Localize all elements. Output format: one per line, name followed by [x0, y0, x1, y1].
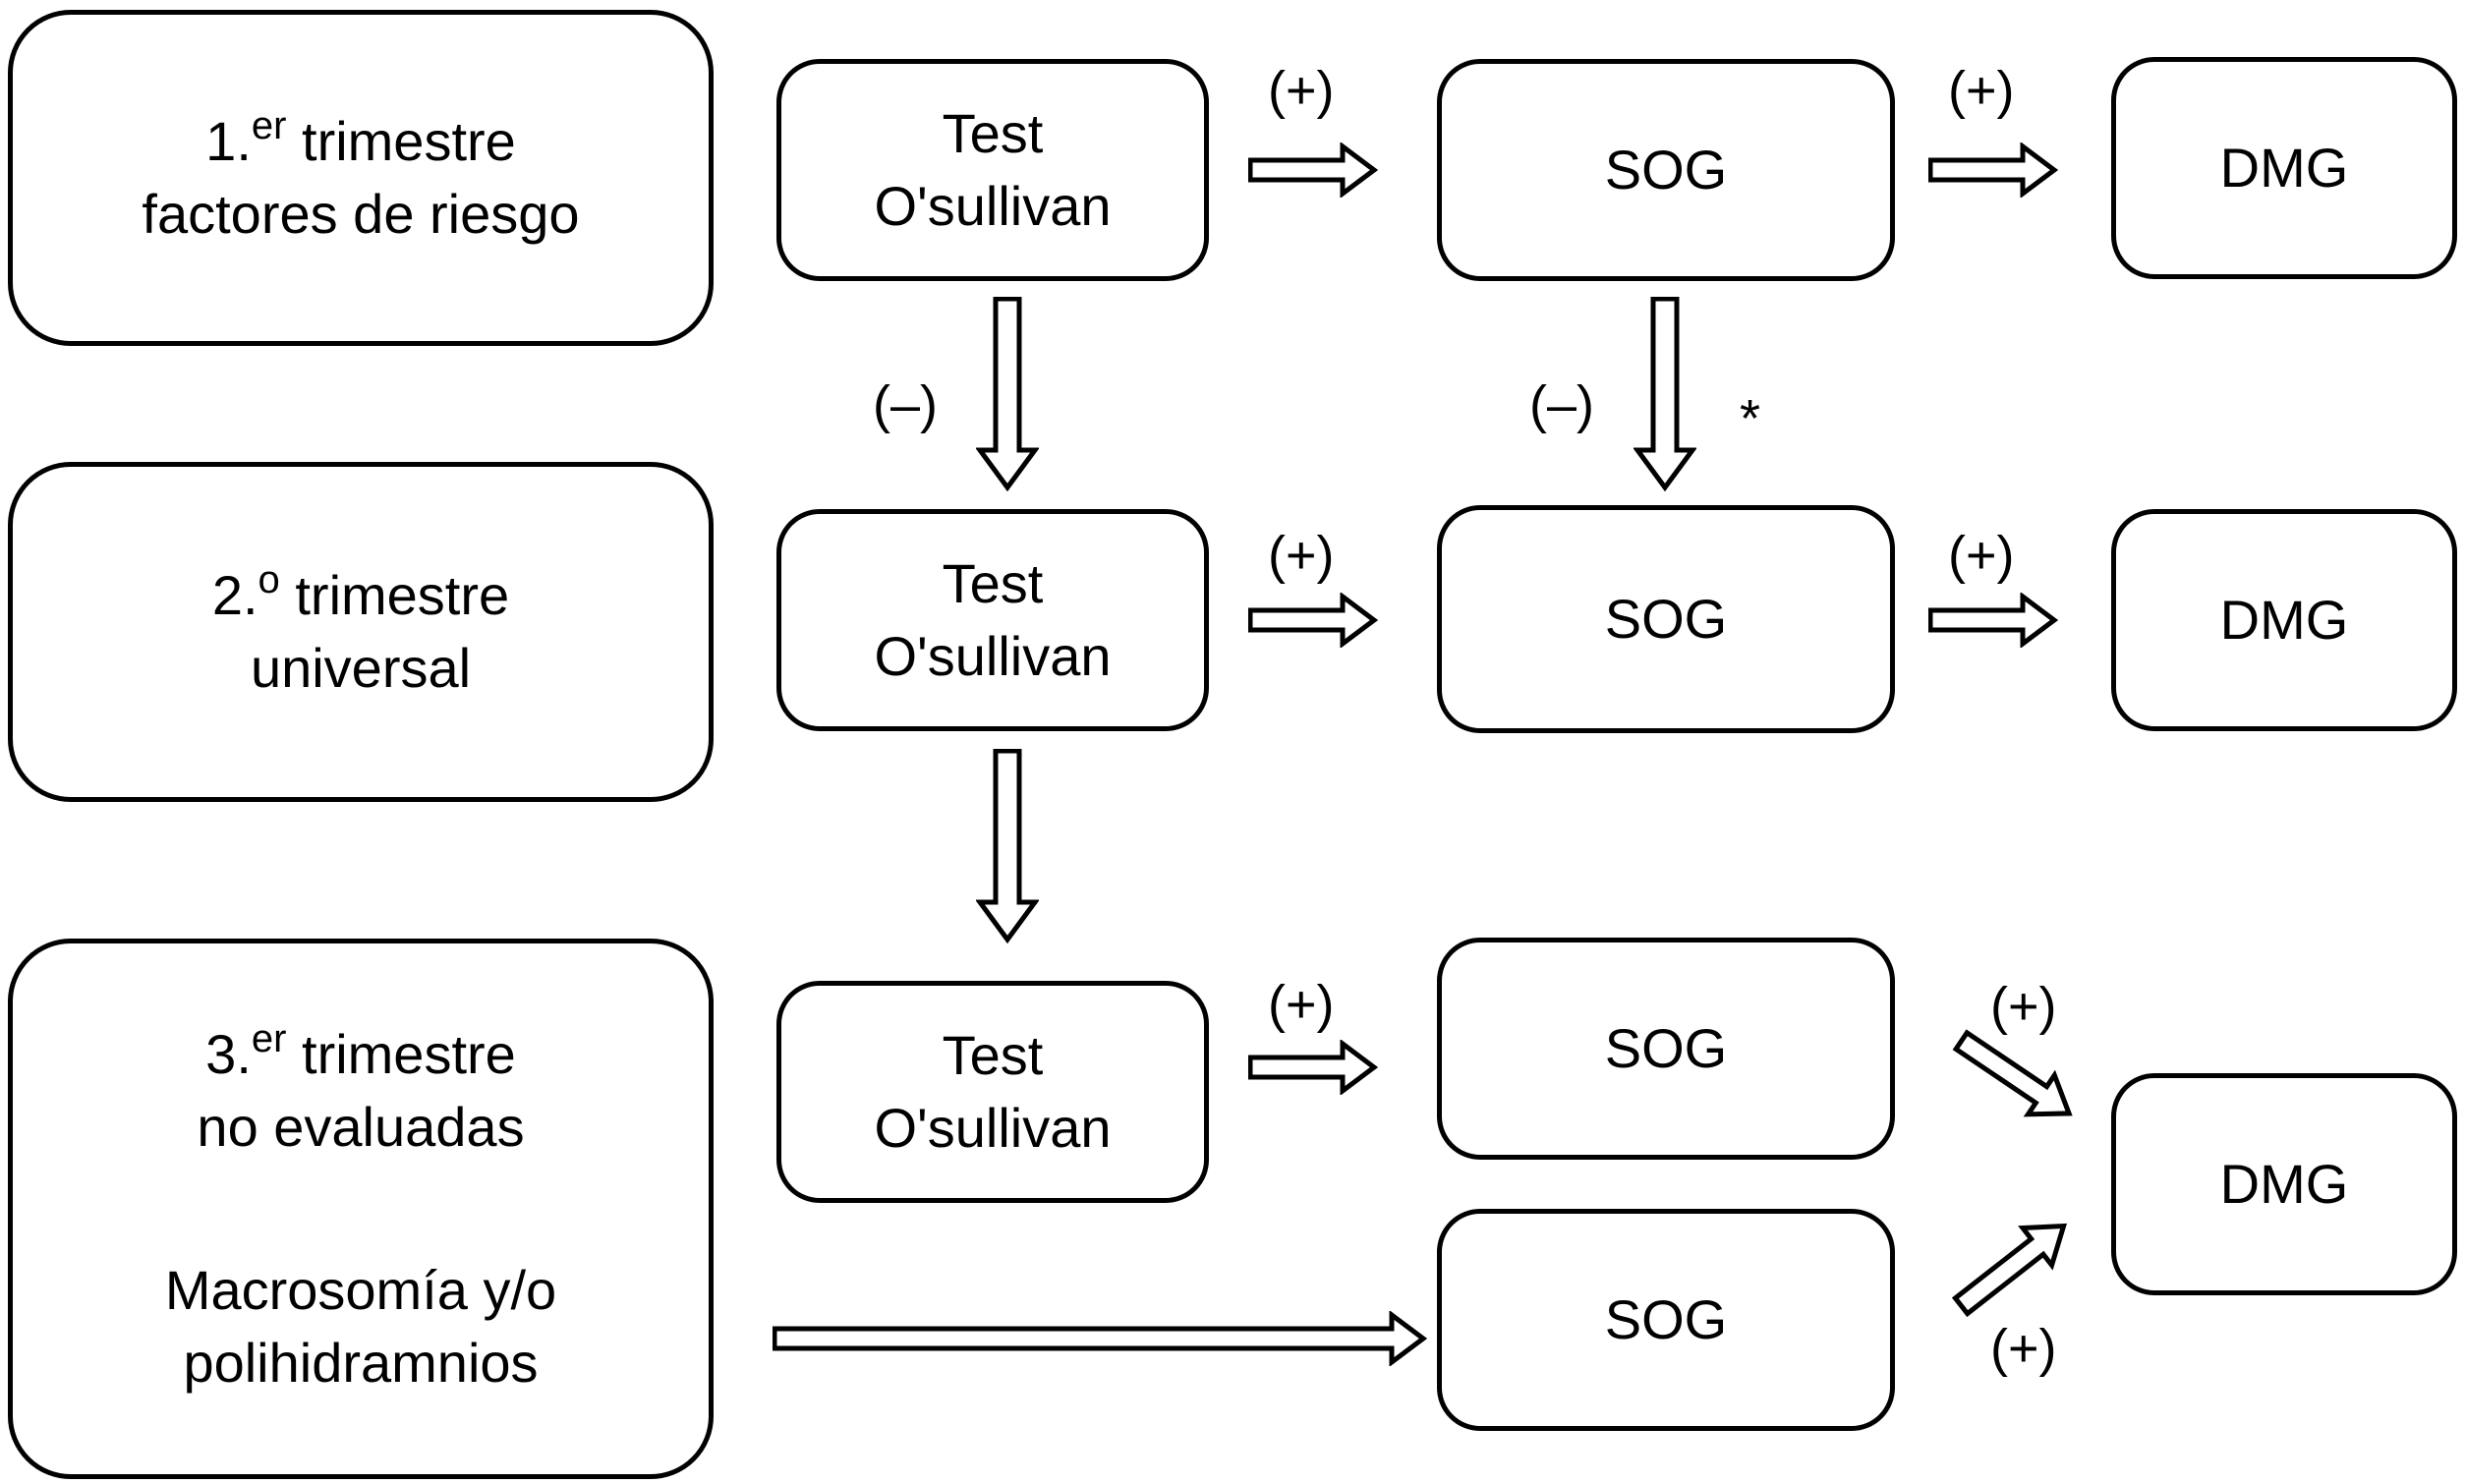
arrow-down-test1-to-test2	[976, 297, 1039, 491]
dmg-label: DMG	[2219, 1153, 2349, 1215]
arrow-down-test2-to-test3	[976, 749, 1039, 943]
trimester-1-title: 1.er trimestre	[205, 104, 516, 172]
sog-label: SOG	[1604, 588, 1728, 650]
asterisk-label: *	[1740, 389, 1761, 448]
positive-label-row2-right: (+)	[1948, 526, 2015, 585]
test-box-line2: Oʹsullivan	[874, 175, 1112, 237]
arrow-diagonal-sog4-to-dmg3	[1951, 1223, 2068, 1318]
polihidramnios-line: polihidramnios	[183, 1332, 539, 1394]
test-box-line2: Oʹsullivan	[874, 1097, 1112, 1159]
arrow-right-test2-to-sog2	[1248, 593, 1378, 648]
arrow-right-sog1-to-dmg1	[1928, 143, 2058, 198]
sog-box-2: SOG	[1437, 505, 1895, 733]
trimester-3-box: 3.er trimestre no evaluadas Macrosomía y…	[8, 939, 714, 1479]
trimester-3-title: 3.er trimestre	[205, 1017, 516, 1085]
sog-label: SOG	[1604, 1017, 1728, 1079]
negative-label-left: (–)	[873, 375, 938, 434]
arrow-down-sog1-to-sog2	[1634, 297, 1696, 491]
trimester-2-subtitle: universal	[250, 637, 472, 699]
trimester-2-title: 2.o trimestre	[211, 558, 510, 626]
arrow-right-test1-to-sog1	[1248, 143, 1378, 198]
arrow-right-test3-to-sog3	[1248, 1040, 1378, 1095]
trimester-3-subtitle: no evaluadas	[197, 1096, 525, 1158]
positive-label-row2-left: (+)	[1268, 526, 1335, 585]
dmg-box-3: DMG	[2111, 1073, 2457, 1295]
negative-label-right: (–)	[1529, 375, 1594, 434]
dmg-label: DMG	[2219, 137, 2349, 199]
positive-label-row3-lower: (+)	[1990, 1319, 2057, 1378]
sog-box-3: SOG	[1437, 938, 1895, 1160]
dmg-label: DMG	[2219, 589, 2349, 651]
sog-box-1: SOG	[1437, 59, 1895, 281]
dmg-box-1: DMG	[2111, 57, 2457, 279]
arrow-right-sog2-to-dmg2	[1928, 593, 2058, 648]
sog-box-4: SOG	[1437, 1209, 1895, 1431]
arrow-diagonal-sog3-to-dmg3	[1952, 1029, 2073, 1117]
test-osullivan-box-3: Test Oʹsullivan	[776, 981, 1209, 1203]
test-box-line1: Test	[942, 1024, 1044, 1086]
test-osullivan-box-1: Test Oʹsullivan	[776, 59, 1209, 281]
positive-label-row1-left: (+)	[1268, 61, 1335, 120]
test-box-line2: Oʹsullivan	[874, 625, 1112, 687]
positive-label-row3-upper: (+)	[1990, 977, 2057, 1036]
trimester-1-box: 1.er trimestre factores de riesgo	[8, 10, 714, 346]
test-osullivan-box-2: Test Oʹsullivan	[776, 509, 1209, 731]
trimester-1-subtitle: factores de riesgo	[142, 183, 580, 245]
arrow-right-macrosomia-to-sog4	[773, 1311, 1427, 1366]
macrosomia-line: Macrosomía y/o	[164, 1259, 557, 1321]
sog-label: SOG	[1604, 1288, 1728, 1350]
positive-label-row1-right: (+)	[1948, 61, 2015, 120]
dmg-box-2: DMG	[2111, 509, 2457, 731]
trimester-2-box: 2.o trimestre universal	[8, 462, 714, 802]
sog-label: SOG	[1604, 139, 1728, 200]
test-box-line1: Test	[942, 102, 1044, 164]
test-box-line1: Test	[942, 552, 1044, 614]
positive-label-row3-left: (+)	[1268, 975, 1335, 1034]
